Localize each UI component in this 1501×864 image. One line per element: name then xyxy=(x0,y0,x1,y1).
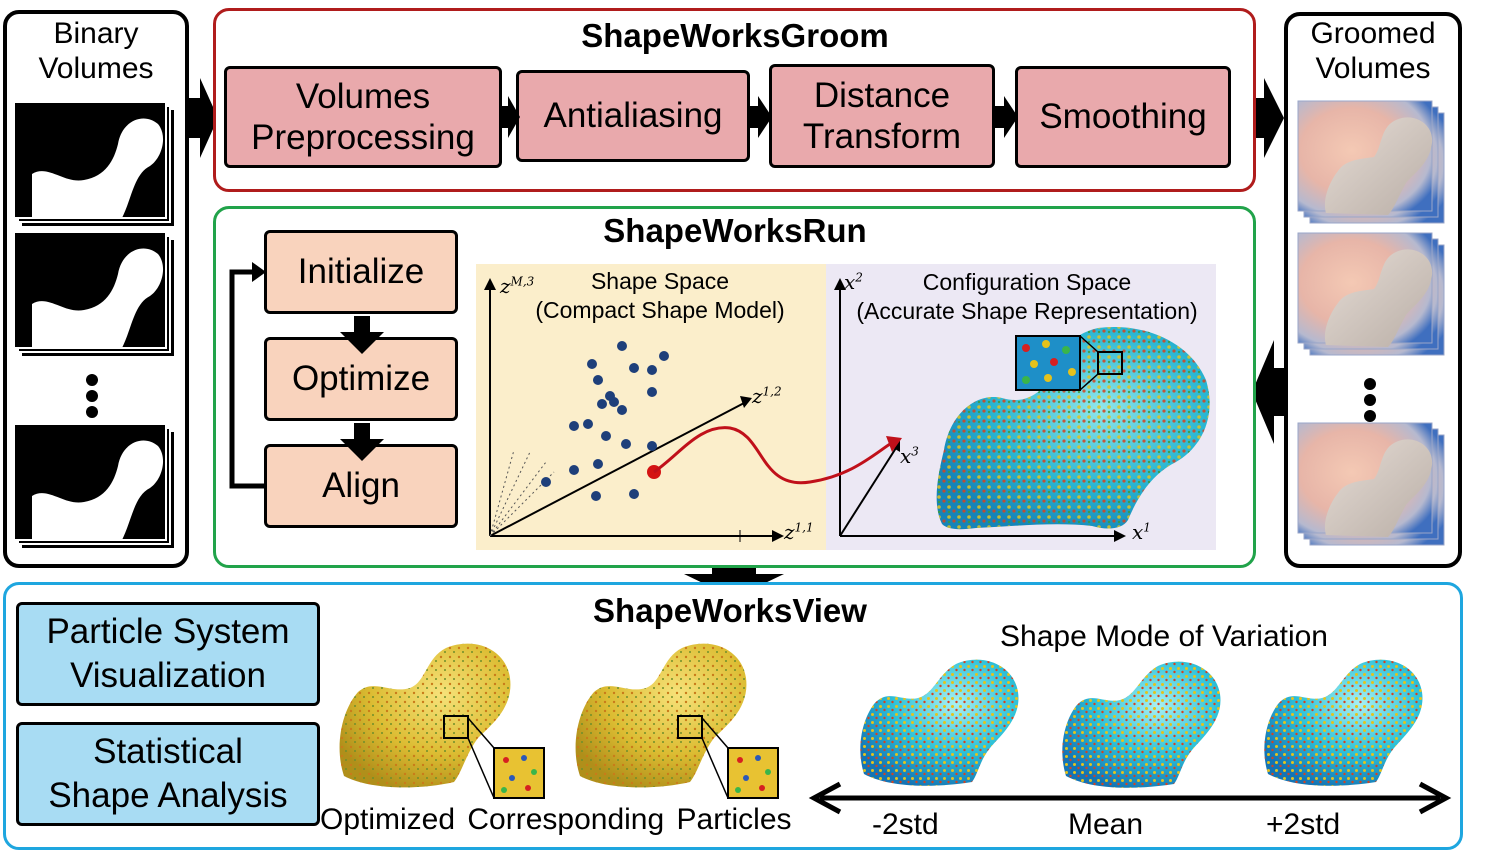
mode-variation-shapes xyxy=(860,659,1423,788)
mode-label-mean: Mean xyxy=(1068,808,1144,841)
config-space-axis-x: x1 xyxy=(1132,520,1151,544)
run-step-optimize: Optimize xyxy=(264,337,458,421)
mode-shape-plus-2std xyxy=(1264,659,1423,786)
mode-label-minus-2std: -2std xyxy=(872,808,939,841)
mapping-curve xyxy=(653,426,902,485)
particles-caption: Optimized Corresponding Particles xyxy=(320,803,792,836)
groom-step-smoothing: Smoothing xyxy=(1015,66,1231,168)
config-space-title: Configuration Space(Accurate Shape Repre… xyxy=(856,269,1198,325)
mode-shape-mean xyxy=(1062,661,1221,788)
groom-step-antialiasing: Antialiasing xyxy=(516,70,750,162)
groomed-ellipsis-dots xyxy=(1364,378,1376,426)
config-space-figure xyxy=(834,278,1210,542)
view-title: ShapeWorksView xyxy=(593,592,867,629)
run-step-initialize: Initialize xyxy=(264,230,458,314)
config-space-axis-diag: x3 xyxy=(900,444,919,468)
mode-variation-title: Shape Mode of Variation xyxy=(1000,620,1328,653)
optimized-inset-1 xyxy=(493,747,545,799)
config-space-axis-y: x2 xyxy=(844,270,863,294)
shape-space-axis-y: zM,3 xyxy=(500,274,535,298)
optimized-shape-1 xyxy=(339,643,511,788)
shape-space-title: Shape Space(Compact Shape Model) xyxy=(535,268,785,324)
shape-space-axis-x: z1,1 xyxy=(784,520,814,544)
mode-shape-minus-2std xyxy=(860,659,1019,786)
shape-space-axes xyxy=(484,278,784,542)
shape-space-axis-diag: z1,2 xyxy=(752,384,782,408)
run-title: ShapeWorksRun xyxy=(603,212,867,249)
mode-variation-arrow xyxy=(808,781,1452,815)
arrow-groomed-to-run xyxy=(1252,340,1286,444)
run-loop-arrows xyxy=(229,262,384,489)
groom-step-arrows xyxy=(500,96,1018,138)
groom-title: ShapeWorksGroom xyxy=(581,17,889,54)
optimized-particle-shapes xyxy=(339,643,779,799)
arrow-groom-to-groomed xyxy=(1250,78,1284,158)
optimized-inset-2 xyxy=(727,747,779,799)
shape-space-points xyxy=(541,341,669,501)
arrow-binary-to-groom xyxy=(188,78,218,158)
shape-space-plot xyxy=(476,264,826,550)
mode-label-plus-2std: +2std xyxy=(1266,808,1341,841)
binary-ellipsis-dots xyxy=(86,374,98,422)
optimized-shape-2 xyxy=(575,643,747,788)
